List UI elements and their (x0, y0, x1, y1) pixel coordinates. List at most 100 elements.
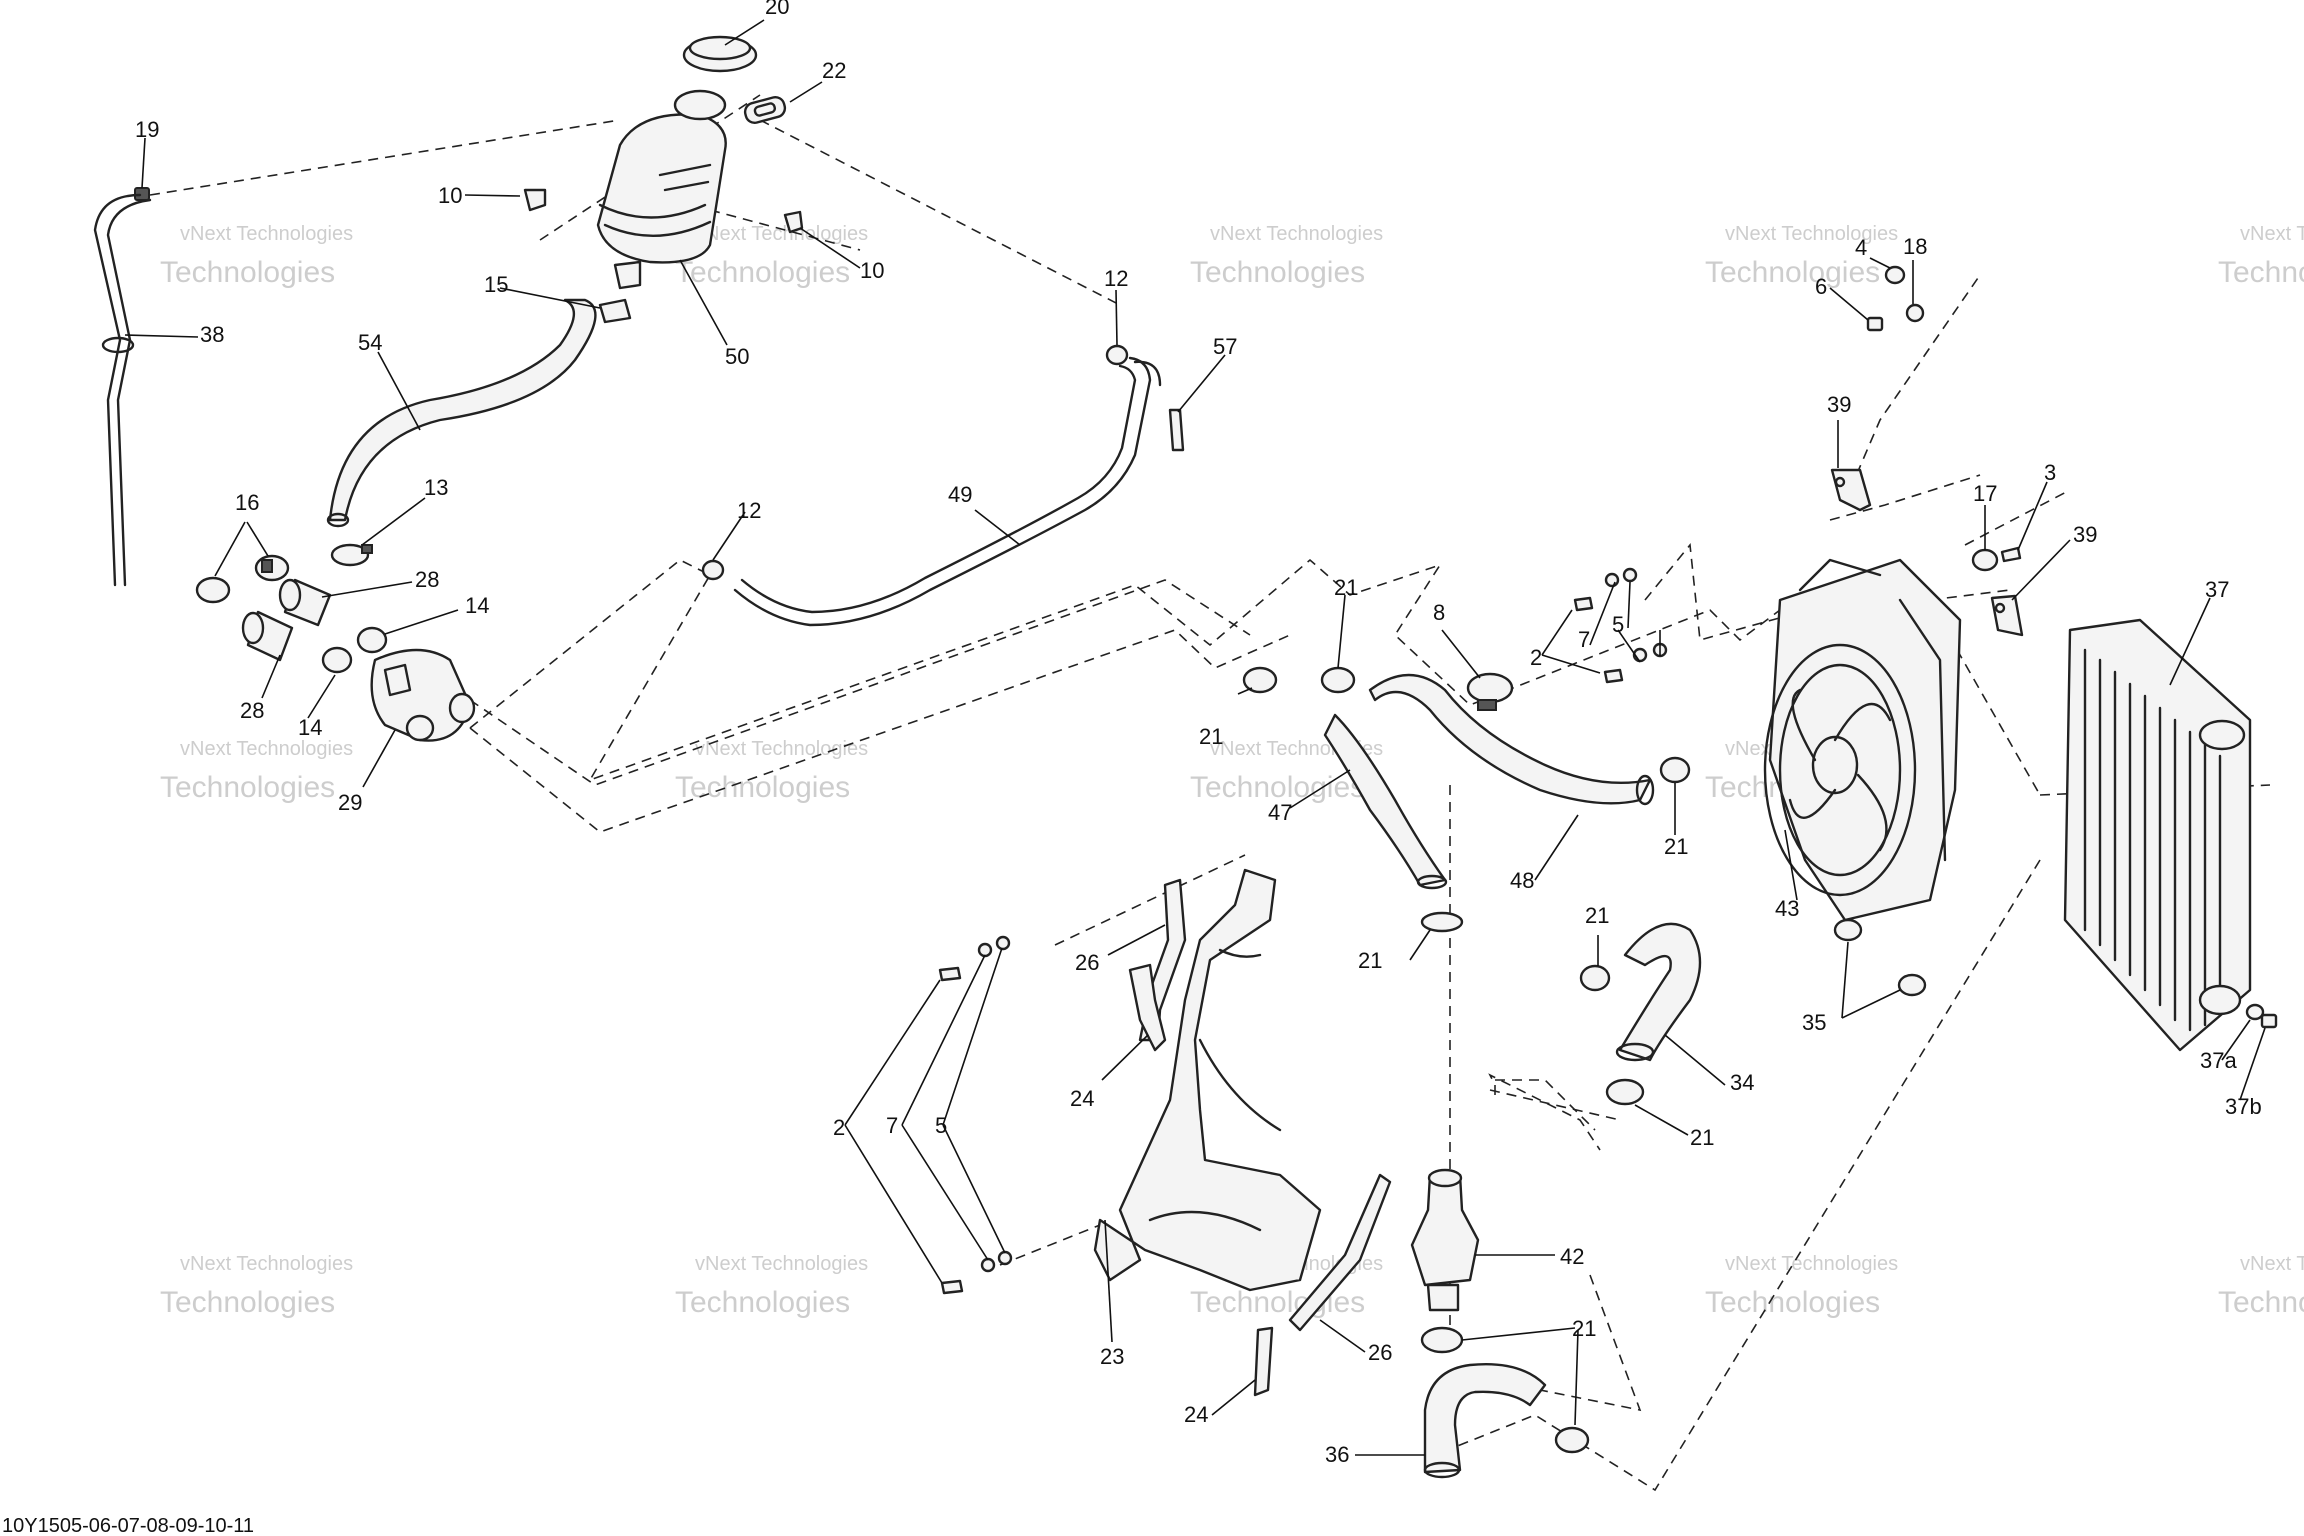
watermark-text: vNext Technologies (695, 738, 868, 760)
washer (1622, 567, 1638, 583)
hose-clamp (1105, 344, 1129, 366)
callout-21: 21 (1199, 724, 1223, 749)
callout-21: 21 (1690, 1125, 1714, 1150)
callout-5: 5 (935, 1113, 947, 1138)
callout-21: 21 (1358, 948, 1382, 973)
watermark-text: Technologies (2218, 1286, 2304, 1319)
hose-clamp (321, 646, 353, 674)
coolant-housing (370, 648, 476, 742)
callout-16: 16 (235, 490, 259, 515)
watermark-10: vNext Technologies Technologies (160, 1253, 353, 1319)
watermark-text: vNext Technologies (695, 223, 868, 245)
watermark-text: vNext Technologies (1725, 1253, 1898, 1275)
hose-piece (241, 610, 294, 662)
dashed-line (1929, 589, 2011, 601)
callout-13: 13 (424, 475, 448, 500)
callout-28: 28 (415, 567, 439, 592)
dashed-line (1539, 1274, 1642, 1412)
radiator-fan-assembly (1763, 558, 1962, 922)
bolt (1603, 668, 1624, 684)
watermark-text: vNext Technologies (695, 1253, 868, 1275)
bolt (2000, 546, 2022, 563)
callout-14: 14 (465, 593, 489, 618)
callout-20: 20 (765, 0, 789, 19)
watermark-text: Technologies (675, 256, 850, 289)
overflow-hose (93, 193, 152, 587)
washer (1604, 572, 1620, 588)
elbow-hose (1615, 922, 1702, 1062)
hose-clamp (1420, 911, 1464, 933)
callout-23: 23 (1100, 1344, 1124, 1369)
callout-37: 37 (2205, 577, 2229, 602)
watermark-text: Technologies (160, 771, 335, 804)
callout-26: 26 (1075, 950, 1099, 975)
radiator-outlet-hose (1368, 673, 1655, 806)
callout-2: 2 (833, 1115, 845, 1140)
callout-35: 35 (1802, 1010, 1826, 1035)
dashed-line (999, 1224, 1101, 1266)
washer (997, 1250, 1013, 1266)
nut (1866, 316, 1884, 332)
watermark-text: Technologies (1190, 1286, 1365, 1319)
radiator (2063, 618, 2252, 1052)
callout-21: 21 (1572, 1316, 1596, 1341)
parts (93, 35, 2278, 1479)
washer (977, 942, 993, 958)
gasket (743, 95, 787, 125)
thermostat-housing (1410, 1168, 1480, 1312)
callout-12: 12 (1104, 266, 1128, 291)
bypass-hose (733, 356, 1162, 627)
dashed-line (1849, 274, 1981, 491)
callout-39: 39 (1827, 392, 1851, 417)
callout-5: 5 (1612, 612, 1624, 637)
watermark-5: vNext Technologies Technologies (2218, 223, 2304, 289)
washer (1884, 265, 1906, 285)
watermark-text: vNext Technologies (2240, 1253, 2304, 1275)
hose-clamp (1659, 756, 1691, 784)
dashed-line (1054, 854, 1246, 946)
watermark-1: vNext Technologies Technologies (160, 223, 353, 289)
dashed-line (1489, 1089, 1621, 1121)
hose-piece-small (1168, 408, 1185, 452)
callout-19: 19 (135, 117, 159, 142)
air-duct-seal-small (1253, 1326, 1274, 1397)
fitting-small (523, 188, 547, 212)
washer (980, 1257, 996, 1273)
callout-10: 10 (438, 183, 462, 208)
callout-6: 6 (1815, 274, 1827, 299)
radiator-plug (2260, 1013, 2278, 1029)
rubber-grommet (1897, 973, 1927, 997)
callout-29: 29 (338, 790, 362, 815)
watermark-text: vNext Technologies (180, 1253, 353, 1275)
callout-54: 54 (358, 330, 382, 355)
coolant-reservoir (596, 89, 727, 290)
hose-clamp (1320, 666, 1356, 694)
callout-43: 43 (1775, 896, 1799, 921)
air-duct-seal (1288, 1173, 1392, 1332)
callout-2: 2 (1530, 645, 1542, 670)
callout-4: 4 (1855, 235, 1867, 260)
callout-48: 48 (1510, 868, 1534, 893)
watermark-text: Technologies (675, 771, 850, 804)
callout-18: 18 (1903, 234, 1927, 259)
hose-piece (278, 578, 332, 627)
callout-39: 39 (2073, 522, 2097, 547)
watermark-11: vNext Technologies Technologies (675, 1253, 868, 1319)
bolt (1573, 596, 1594, 612)
callout-3: 3 (2044, 460, 2056, 485)
callout-22: 22 (822, 58, 846, 83)
dashed-line (469, 579, 1251, 786)
watermark-2: vNext Technologies Technologies (675, 223, 868, 289)
callout-21: 21 (1664, 834, 1688, 859)
radiator-inlet-hose (1323, 713, 1448, 890)
callout-10: 10 (860, 258, 884, 283)
rubber-grommet (1833, 918, 1863, 942)
callout-7: 7 (886, 1113, 898, 1138)
hose-clamp (1605, 1078, 1645, 1106)
dashed-line (469, 558, 1781, 782)
mounting-bracket (1990, 594, 2024, 637)
watermark-text: vNext Technologies (2240, 223, 2304, 245)
mounting-bracket (1830, 468, 1872, 512)
watermark-text: vNext Technologies (1725, 223, 1898, 245)
hose-clamp (195, 576, 231, 604)
